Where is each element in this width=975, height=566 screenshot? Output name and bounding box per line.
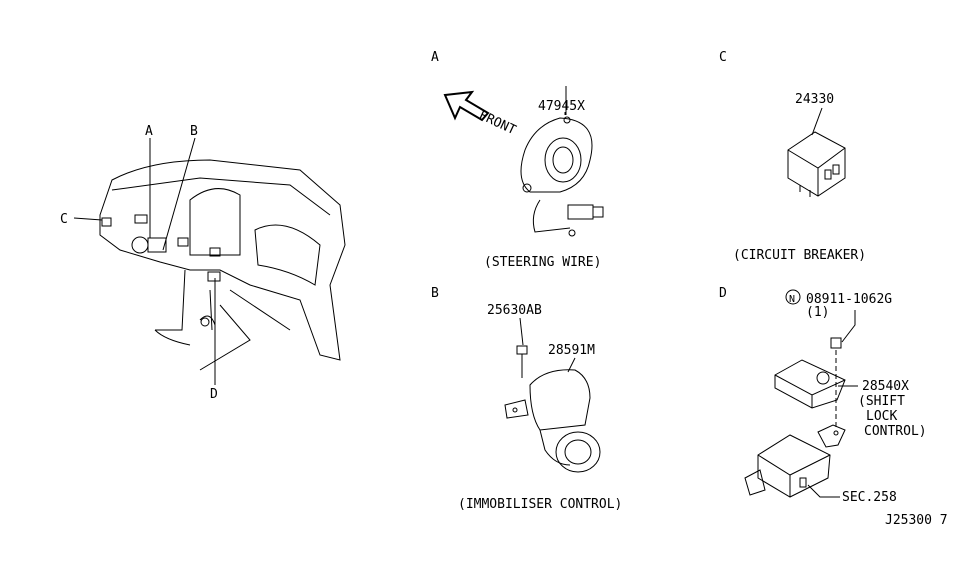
front-arrow-icon — [443, 90, 490, 122]
immobiliser-part-number: 28591M — [548, 343, 595, 358]
section-c-letter: C — [719, 50, 727, 65]
steering-wire-caption: (STEERING WIRE) — [484, 255, 601, 270]
immobiliser-caption: (IMMOBILISER CONTROL) — [458, 497, 622, 512]
shift-lock-part-number: 28540X — [862, 379, 909, 394]
shift-lock-caption-1: (SHIFT — [858, 394, 905, 409]
shift-lock-drawing — [744, 310, 858, 498]
immobiliser-drawing — [504, 317, 601, 473]
section-d-letter: D — [719, 286, 727, 301]
steering-wire-drawing — [520, 86, 604, 237]
shift-lock-caption-3: CONTROL) — [864, 424, 927, 439]
shift-lock-caption-2: LOCK — [866, 409, 897, 424]
nut-part-number: 08911-1062G — [806, 292, 892, 307]
callout-d: D — [210, 387, 218, 402]
nut-symbol: N — [789, 294, 795, 305]
circuit-breaker-caption: (CIRCUIT BREAKER) — [733, 248, 866, 263]
circuit-breaker-drawing — [787, 107, 846, 197]
callout-a: A — [145, 124, 153, 139]
callout-c: C — [60, 212, 68, 227]
steering-wire-part-number: 47945X — [538, 99, 585, 114]
section-b-letter: B — [431, 286, 439, 301]
new-part-symbol-icon — [785, 289, 801, 305]
section-reference: SEC.258 — [842, 490, 897, 505]
diagram-id: J25300 7 — [885, 513, 948, 528]
dashboard-overview — [73, 137, 346, 385]
nut-quantity: (1) — [806, 305, 829, 320]
front-label: FRONT — [476, 108, 518, 138]
bolt-part-number: 25630AB — [487, 303, 542, 318]
section-a-letter: A — [431, 50, 439, 65]
circuit-breaker-part-number: 24330 — [795, 92, 834, 107]
callout-b: B — [190, 124, 198, 139]
